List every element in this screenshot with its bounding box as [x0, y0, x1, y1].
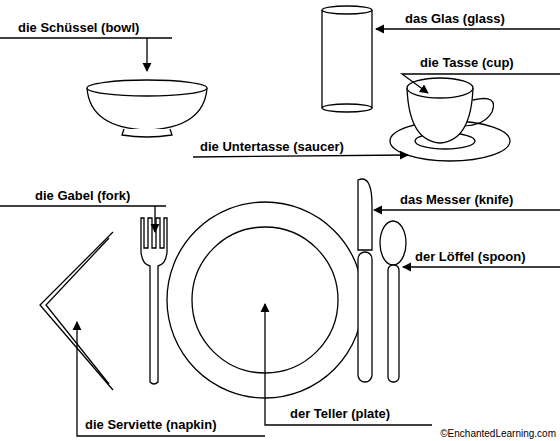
copyright-note: ©EnchantedLearning.com: [440, 428, 556, 440]
part-label: die Schüssel (bowl): [18, 20, 139, 35]
leader-line: [265, 304, 432, 425]
fork: [141, 218, 167, 384]
leader-line: [0, 206, 166, 232]
leader-line: [374, 209, 560, 210]
part-label: die Tasse (cup): [420, 55, 514, 70]
leader-line: [193, 155, 408, 157]
bowl: [87, 80, 207, 137]
leader-line: [402, 74, 560, 93]
part-label: die Serviette (napkin): [85, 417, 216, 432]
part-label: das Glas (glass): [405, 11, 505, 26]
part-label: das Messer (knife): [400, 192, 513, 207]
spoon: [380, 221, 406, 382]
part-label: die Untertasse (saucer): [200, 139, 344, 154]
leader-line: [403, 266, 560, 267]
glass: [322, 6, 372, 112]
leader-line: [376, 28, 560, 29]
part-label: der Löffel (spoon): [415, 249, 526, 264]
part-label: die Gabel (fork): [35, 188, 130, 203]
leader-line: [0, 38, 172, 71]
part-label: der Teller (plate): [290, 406, 390, 421]
knife: [358, 179, 372, 382]
leader-line: [77, 322, 265, 436]
